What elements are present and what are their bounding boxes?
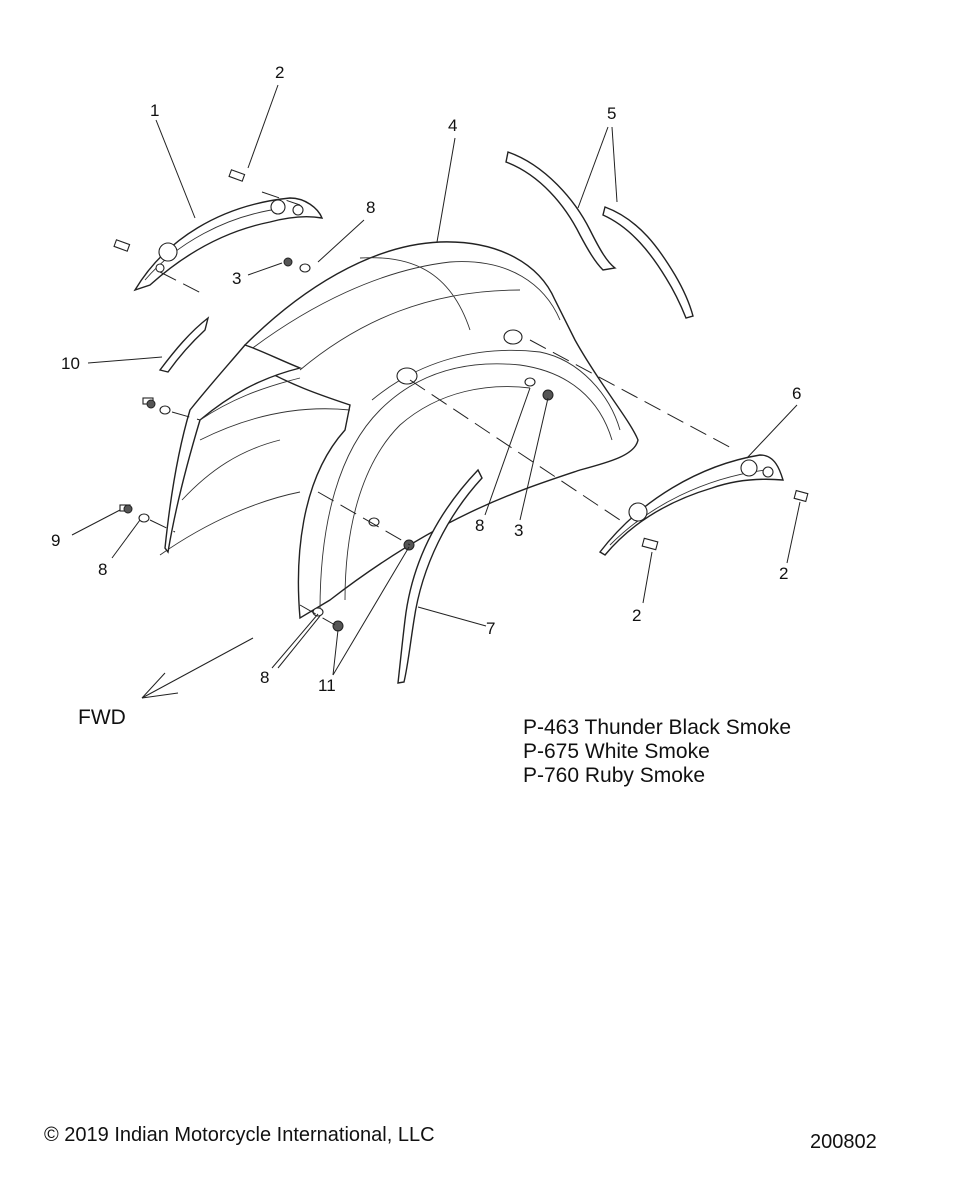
callout-3-mid: 3: [514, 521, 523, 540]
fwd-label: FWD: [78, 706, 126, 729]
callout-8-left: 8: [98, 560, 107, 579]
callout-5: 5: [607, 104, 616, 123]
callout-6: 6: [792, 384, 801, 403]
callout-2-right: 2: [779, 564, 788, 583]
callout-1: 1: [150, 101, 159, 120]
color-options: P-463 Thunder Black Smoke P-675 White Sm…: [523, 716, 791, 787]
callout-7: 7: [486, 619, 495, 638]
fender-front-flap: [164, 344, 303, 554]
trim-rail-rear: [598, 454, 784, 556]
assembly-lines: [149, 191, 736, 626]
fender-body: [159, 241, 639, 620]
callout-8-mid: 8: [475, 516, 484, 535]
callout-8-top: 8: [366, 198, 375, 217]
callout-labels: 1 2 4 5 8 3 10 6 8 3 9 8 2 2 7 8 11: [51, 63, 801, 695]
callout-2-bottom: 2: [632, 606, 641, 625]
callout-3-left: 3: [232, 269, 241, 288]
callout-11: 11: [318, 676, 336, 695]
color-option-2: P-675 White Smoke: [523, 740, 710, 763]
copyright-notice: © 2019 Indian Motorcycle International, …: [44, 1124, 435, 1146]
hardware: [113, 169, 809, 632]
color-option-3: P-760 Ruby Smoke: [523, 764, 705, 787]
callout-8-bottom: 8: [260, 668, 269, 687]
color-option-1: P-463 Thunder Black Smoke: [523, 716, 791, 739]
diagram-number: 200802: [810, 1131, 877, 1153]
leader-lines: [71, 84, 801, 676]
stripe-pair: [505, 151, 694, 319]
callout-4: 4: [448, 116, 457, 135]
callout-2-top: 2: [275, 63, 284, 82]
side-strip: [158, 316, 210, 373]
trim-rail-front: [133, 197, 324, 292]
callout-9: 9: [51, 531, 60, 550]
callout-10: 10: [61, 354, 80, 373]
forward-arrow: [141, 637, 254, 699]
lower-strip: [397, 468, 483, 684]
